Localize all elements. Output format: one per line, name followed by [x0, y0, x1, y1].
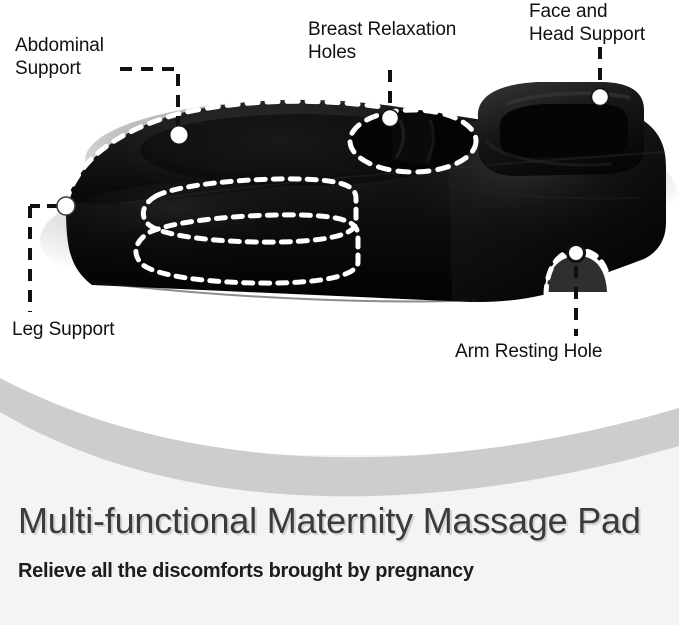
- product-title: Multi-functional Maternity Massage Pad: [18, 500, 641, 541]
- product-image-area: Abdominal Support Breast Relaxation Hole…: [12, 1, 679, 362]
- dot-breast: [380, 108, 400, 128]
- dot-abdominal: [170, 126, 188, 144]
- pad-body: [40, 82, 679, 303]
- callout-label-arm-resting-hole: Arm Resting Hole: [455, 341, 603, 362]
- callout-label-breast-relaxation-holes: Breast Relaxation Holes: [308, 19, 457, 63]
- dot-arm: [566, 243, 586, 263]
- dot-leg: [56, 196, 76, 216]
- callout-label-face-and-head-support: Face and Head Support: [529, 1, 646, 45]
- leg-support-outline-bottom: [133, 212, 361, 286]
- callout-label-abdominal-support: Abdominal Support: [15, 35, 104, 79]
- leg-support-outline-top: [140, 176, 359, 245]
- head-support-cushion: [477, 82, 644, 176]
- dot-face: [590, 87, 610, 107]
- annotation-outlines: [63, 98, 613, 299]
- product-illustration: [28, 47, 679, 336]
- breast-holes-outline: [347, 107, 479, 175]
- product-subtitle: Relieve all the discomforts brought by p…: [18, 560, 474, 582]
- leader-lines: [28, 47, 602, 336]
- callout-dots: [56, 87, 610, 263]
- leader-abdominal: [120, 67, 180, 126]
- callout-label-leg-support: Leg Support: [12, 319, 115, 340]
- abdominal-support-outline: [63, 98, 385, 206]
